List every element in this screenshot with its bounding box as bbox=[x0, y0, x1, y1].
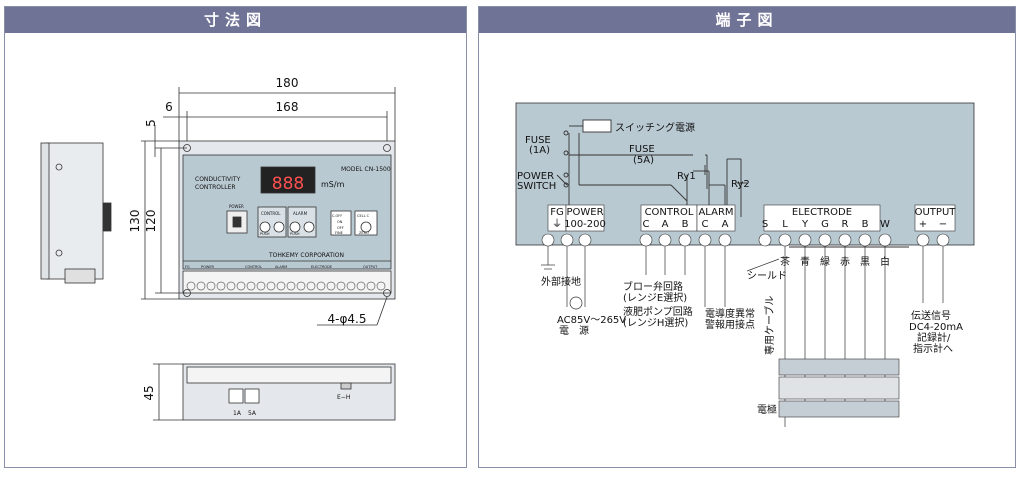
out-label-1: 伝送信号 bbox=[911, 309, 951, 322]
control-label: CONTROL bbox=[261, 211, 281, 216]
dim-5: 5 bbox=[144, 119, 158, 127]
group-fg: FG bbox=[550, 207, 564, 218]
term-hdr-control: CONTROL bbox=[245, 265, 262, 269]
wire-color-black: 黒 bbox=[860, 256, 870, 268]
sub-electrode-w: W bbox=[880, 219, 890, 230]
dim-6: 6 bbox=[165, 100, 173, 114]
device-model: MODEL CN-1500 bbox=[341, 166, 391, 173]
side-view-switch bbox=[102, 202, 112, 232]
cable-label: 専用ケーブル bbox=[763, 296, 776, 355]
side-view-body bbox=[46, 142, 104, 280]
blow-label: ブロー弁回路 bbox=[623, 280, 683, 293]
term-hdr-alarm: ALARM bbox=[275, 265, 287, 269]
group-control: CONTROL bbox=[645, 207, 694, 218]
fuse2-label: FUSE bbox=[629, 144, 655, 155]
alarm-contact-label-2: 警報用接点 bbox=[705, 318, 755, 331]
sub-electrode-l: L bbox=[782, 219, 788, 230]
terminal-panel-title: 端子図 bbox=[479, 7, 1015, 33]
sub-alarm-c: C bbox=[702, 219, 709, 230]
sub-electrode-b: B bbox=[862, 219, 869, 230]
fuse2-value: (5A) bbox=[633, 155, 654, 166]
ac-label: AC85V〜265V bbox=[557, 315, 626, 326]
range-label: E−H bbox=[337, 394, 350, 401]
dim-130: 130 bbox=[128, 210, 142, 233]
out-label-3: 記録計/ bbox=[917, 331, 951, 344]
group-power: POWER bbox=[566, 207, 603, 218]
term-hdr-power: POWER bbox=[201, 265, 215, 269]
alarm-label: ALARM bbox=[293, 211, 308, 216]
wire-color-red: 赤 bbox=[840, 256, 850, 268]
cell-c-label: CELL C bbox=[357, 214, 370, 218]
device-title-2: CONTROLLER bbox=[195, 184, 236, 191]
sub-control-c: C bbox=[643, 219, 650, 230]
fuse1-label: FUSE bbox=[525, 135, 551, 146]
dim-168: 168 bbox=[276, 100, 299, 114]
shield-label: シールド bbox=[747, 271, 787, 282]
terminal-screws bbox=[186, 281, 386, 291]
terminal-panel: 端子図 bbox=[478, 6, 1016, 468]
term-hdr-electrode: ELECTRODE bbox=[311, 265, 332, 269]
ground-label: 外部接地 bbox=[541, 275, 581, 288]
fuse-1a-label: 1A bbox=[233, 410, 242, 417]
sub-electrode-y: Y bbox=[801, 219, 809, 230]
push-label-2: PUSH bbox=[290, 232, 300, 236]
ac-label-2: 電 源 bbox=[559, 324, 589, 337]
dim-45: 45 bbox=[142, 385, 156, 400]
fuse1-value: (1A) bbox=[529, 145, 550, 156]
dim-180: 180 bbox=[276, 76, 299, 90]
ry2-label: Ry2 bbox=[731, 179, 750, 190]
sub-electrode-g: G bbox=[821, 219, 829, 230]
sub-fg: ⏚ bbox=[552, 218, 562, 230]
terminal-screws bbox=[541, 233, 950, 247]
wire-color-white: 白 bbox=[880, 255, 890, 268]
zero-label: ZERO bbox=[359, 231, 369, 235]
sub-output-minus: − bbox=[939, 219, 947, 230]
sub-electrode-r: R bbox=[842, 219, 849, 230]
term-hdr-output: OUTPUT bbox=[363, 265, 378, 269]
switching-power-label: スイッチング電源 bbox=[615, 121, 695, 134]
pump-label: 液肥ポンプ回路 bbox=[623, 305, 693, 318]
digital-display bbox=[260, 166, 316, 194]
display-digits: 888 bbox=[272, 174, 304, 194]
dimension-drawing: 180 168 6 5 130 120 45 4-φ4.5 CONDUCTIVI… bbox=[40, 76, 396, 421]
out-label-2: DC4-20mA bbox=[909, 322, 963, 333]
wire-color-green: 緑 bbox=[820, 255, 830, 268]
sub-power: 100-200 bbox=[564, 219, 606, 230]
dimension-panel-title: 寸法図 bbox=[5, 7, 466, 33]
wire-color-blue: 青 bbox=[800, 255, 810, 268]
sub-electrode-s: S bbox=[762, 219, 768, 230]
power-label: POWER bbox=[229, 204, 244, 209]
dim-hole: 4-φ4.5 bbox=[328, 312, 367, 326]
power-switch-label-1: POWER bbox=[517, 171, 554, 182]
device-title-1: CONDUCTIVITY bbox=[195, 176, 241, 183]
sub-output-plus: + bbox=[919, 219, 927, 230]
c-off-label: C.OFF bbox=[332, 214, 342, 218]
fuse-5a-label: 5A bbox=[248, 410, 257, 417]
group-output: OUTPUT bbox=[915, 207, 957, 218]
push-label: PUSH bbox=[260, 232, 270, 236]
dim-120: 120 bbox=[144, 210, 158, 233]
sub-control-a: A bbox=[662, 219, 669, 230]
sub-alarm-a: A bbox=[722, 219, 729, 230]
dimension-panel: 寸法図 bbox=[4, 6, 467, 468]
alarm-contact-label: 電導度異常 bbox=[705, 307, 755, 320]
terminal-drawing: スイッチング電源 FUSE (1A) FUSE (5A) POWER SWITC… bbox=[515, 102, 975, 427]
electrode-label: 電極 bbox=[757, 403, 777, 416]
on-label: ON bbox=[337, 220, 343, 224]
ry1-label: Ry1 bbox=[677, 171, 696, 182]
group-alarm: ALARM bbox=[698, 207, 733, 218]
pump-label-2: (レンジH選択) bbox=[623, 316, 688, 329]
off-label: OFF bbox=[337, 226, 344, 230]
power-switch-label-2: SWITCH bbox=[517, 181, 556, 192]
device-unit: mS/m bbox=[321, 180, 345, 189]
term-hdr-fg: FG bbox=[185, 265, 190, 269]
group-electrode: ELECTRODE bbox=[792, 207, 852, 218]
brand-label: TOHKEMY CORPORATION bbox=[268, 252, 344, 259]
out-label-4: 指示計へ bbox=[913, 342, 953, 355]
sub-control-b: B bbox=[682, 219, 689, 230]
blow-label-2: (レンジE選択) bbox=[623, 291, 687, 304]
electrode-block bbox=[778, 358, 900, 418]
wire-color-brown: 茶 bbox=[780, 255, 790, 268]
fine-label: FINE bbox=[335, 231, 343, 235]
